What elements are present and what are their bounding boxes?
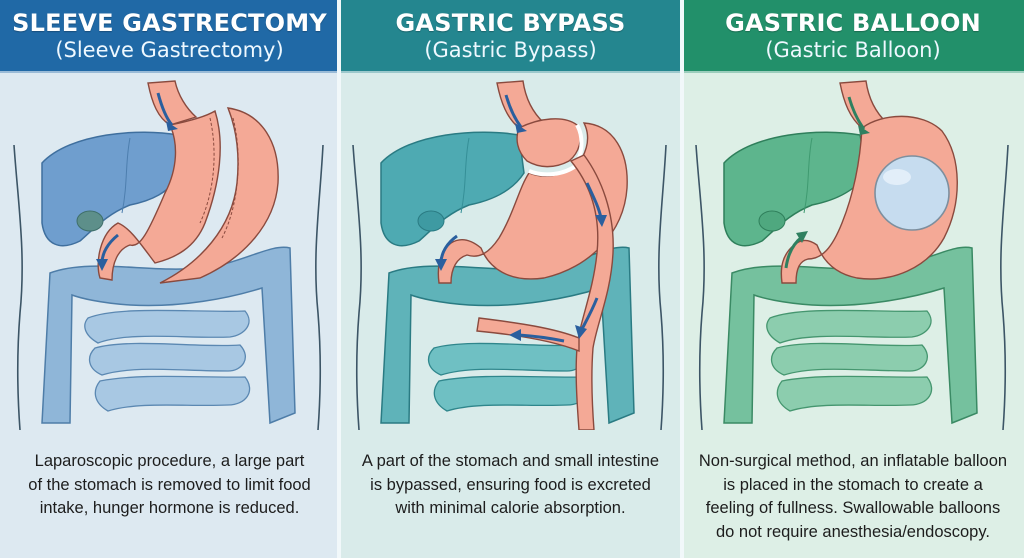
gastric-bypass-illustration: [339, 73, 682, 430]
sleeve-stomach-icon: [97, 109, 221, 281]
arrow-head-icon: [858, 125, 870, 135]
gastric-balloon-icon: [874, 155, 950, 231]
body-outline-left: [695, 144, 705, 430]
panel-gastric-balloon: GASTRIC BALLOON (Gastric Balloon): [682, 0, 1024, 558]
panel-sleeve-gastrectomy: SLEEVE GASTRECTOMY (Sleeve Gastrectomy): [0, 0, 339, 558]
body-outline-right: [315, 144, 324, 430]
panel-title: SLEEVE GASTRECTOMY: [12, 8, 327, 37]
panel-header: GASTRIC BALLOON (Gastric Balloon): [682, 0, 1024, 73]
stomach-pouch-icon: [516, 118, 581, 168]
arrow-head-icon: [96, 259, 108, 271]
arrow-head-icon: [575, 325, 587, 339]
description-text: A part of the stomach and small intestin…: [361, 452, 660, 517]
panel-subtitle: (Gastric Bypass): [424, 37, 597, 62]
panel-description: A part of the stomach and small intestin…: [339, 430, 682, 558]
body-outline-right: [658, 144, 667, 430]
anatomy-illustration: [352, 80, 667, 430]
liver-icon: [380, 131, 525, 247]
small-intestine-icon: [427, 342, 590, 412]
anatomy-illustration: [695, 80, 1009, 430]
small-intestine-icon: [84, 309, 251, 412]
removed-stomach-portion-icon: [159, 107, 279, 284]
panel-title: GASTRIC BALLOON: [725, 8, 981, 37]
arrow-head-icon: [509, 329, 521, 341]
food-flow-arrow-icon: [156, 92, 174, 126]
anatomy-illustration: [13, 80, 324, 430]
large-intestine-icon: [380, 246, 635, 425]
description-text: Non-surgical method, an inflatable ballo…: [698, 452, 1008, 541]
arrow-head-icon: [796, 231, 808, 243]
esophagus-icon: [147, 80, 198, 126]
liver-icon: [41, 131, 181, 247]
panel-title: GASTRIC BYPASS: [395, 8, 626, 37]
panel-header: GASTRIC BYPASS (Gastric Bypass): [339, 0, 682, 73]
gallbladder-icon: [758, 210, 786, 232]
food-flow-arrow-icon: [518, 333, 565, 343]
arrow-head-icon: [595, 215, 607, 227]
food-flow-arrow-icon: [504, 94, 523, 128]
panel-description: Non-surgical method, an inflatable ballo…: [682, 430, 1024, 558]
food-flow-arrow-icon: [847, 96, 866, 130]
panel-header: SLEEVE GASTRECTOMY (Sleeve Gastrectomy): [0, 0, 339, 73]
body-outline-right: [1000, 144, 1009, 430]
panel-gastric-bypass: GASTRIC BYPASS (Gastric Bypass): [339, 0, 682, 558]
gastric-balloon-illustration: [682, 73, 1024, 430]
large-intestine-icon: [723, 246, 978, 425]
body-outline-left: [13, 144, 23, 430]
sleeve-gastrectomy-illustration: [0, 73, 339, 430]
panel-subtitle: (Gastric Balloon): [765, 37, 941, 62]
large-intestine-icon: [41, 246, 296, 425]
description-text: Laparoscopic procedure, a large part of …: [28, 452, 311, 517]
arrow-head-icon: [166, 121, 178, 131]
body-outline-left: [352, 144, 362, 430]
panel-subtitle: (Sleeve Gastrectomy): [55, 37, 284, 62]
gallbladder-icon: [76, 210, 104, 232]
gallbladder-icon: [417, 210, 445, 232]
panel-description: Laparoscopic procedure, a large part of …: [0, 430, 339, 558]
small-intestine-icon: [766, 309, 933, 412]
arrow-head-icon: [515, 123, 527, 133]
arrow-head-icon: [435, 259, 447, 271]
